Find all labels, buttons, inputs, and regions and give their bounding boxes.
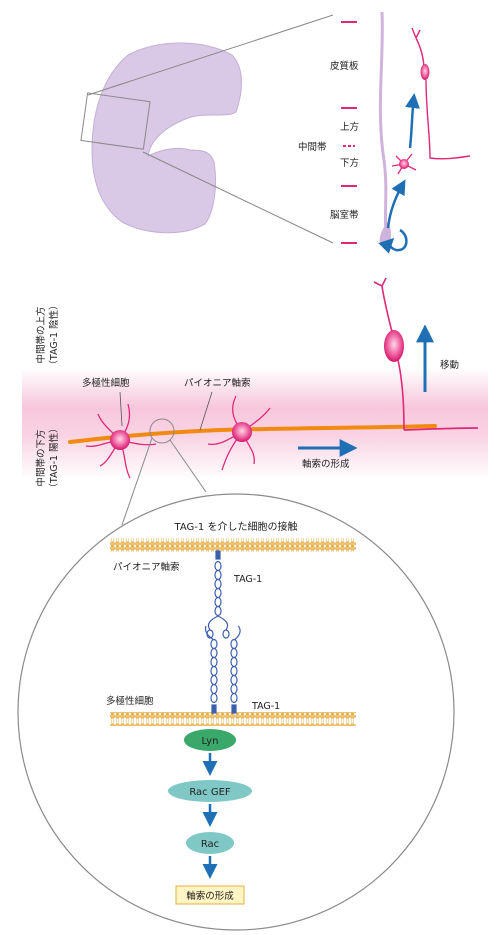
migrating-neuron bbox=[373, 277, 405, 431]
bottom-panel: TAG-1 を介した細胞の接触 パイオニア軸索 TAG-1 多極性細胞 TAG-… bbox=[17, 493, 455, 931]
node-lyn: Lyn bbox=[184, 729, 236, 751]
label-ventricular-zone: 脳室帯 bbox=[330, 209, 359, 221]
node-rac: Rac bbox=[186, 832, 234, 854]
connector-left bbox=[121, 437, 153, 526]
label-cortical-plate: 皮質板 bbox=[330, 60, 359, 72]
layer-ticks bbox=[341, 21, 357, 244]
node-lyn-label: Lyn bbox=[202, 736, 219, 747]
multipolar-cell-1-soma bbox=[110, 430, 130, 450]
label-pioneer-axon-membrane: パイオニア軸索 bbox=[113, 561, 180, 573]
tag1-molecule-bottom-left bbox=[204, 625, 218, 714]
node-outcome-label: 軸索の形成 bbox=[186, 890, 234, 902]
zoom-line-top bbox=[87, 14, 334, 96]
tag1-molecule-bottom-right bbox=[230, 625, 241, 714]
leader-pioneer-axon bbox=[199, 391, 213, 431]
middle-panel: 中間帯の上方 （TAG-1 陰性） 中間帯の下方 （TAG-1 陽性） 移動 軸… bbox=[22, 277, 488, 493]
label-axon-formation: 軸索の形成 bbox=[302, 458, 350, 470]
radial-glia-fiber bbox=[378, 11, 388, 233]
migrating-neuron-soma bbox=[384, 330, 404, 362]
label-multipolar-cell-membrane: 多極性細胞 bbox=[106, 695, 154, 707]
small-multipolar-soma bbox=[399, 159, 409, 169]
label-tag1-bottom: TAG-1 bbox=[251, 701, 280, 712]
label-pioneer-axon: パイオニア軸索 bbox=[184, 377, 251, 389]
node-outcome: 軸索の形成 bbox=[175, 885, 245, 905]
region-lower-line1: 中間帯の下方 bbox=[35, 429, 47, 486]
region-upper-line1: 中間帯の上方 bbox=[35, 306, 47, 363]
neuron-axon-extension bbox=[403, 427, 479, 431]
label-intermediate-zone: 中間帯 bbox=[298, 141, 327, 153]
region-upper-line2: （TAG-1 陰性） bbox=[48, 300, 60, 369]
label-lower: 下方 bbox=[340, 157, 359, 169]
top-panel: 皮質板 上方 中間帯 下方 脳室帯 bbox=[80, 11, 471, 254]
node-rac-gef-label: Rac GEF bbox=[189, 787, 231, 798]
label-multipolar-cell: 多極性細胞 bbox=[82, 377, 130, 389]
node-rac-label: Rac bbox=[201, 839, 219, 850]
region-lower-line2: （TAG-1 陽性） bbox=[48, 423, 60, 492]
zoom-box bbox=[80, 92, 151, 150]
brain-section-shape bbox=[91, 42, 242, 234]
contact-title: TAG-1 を介した細胞の接触 bbox=[174, 520, 298, 533]
node-rac-gef: Rac GEF bbox=[168, 780, 252, 802]
zoom-line-bottom bbox=[142, 151, 334, 244]
side-label-lower: 中間帯の下方 （TAG-1 陽性） bbox=[35, 423, 60, 492]
arrow-to-multipolar bbox=[386, 179, 406, 229]
small-multipolar-cell bbox=[391, 153, 417, 175]
leader-multipolar bbox=[119, 391, 123, 427]
bipolar-cell bbox=[411, 27, 471, 160]
tag1-molecule-top bbox=[206, 550, 230, 639]
side-label-upper: 中間帯の上方 （TAG-1 陰性） bbox=[35, 300, 60, 369]
curl-arrow bbox=[378, 228, 408, 254]
bipolar-soma bbox=[420, 64, 430, 80]
multipolar-cell-2-soma bbox=[232, 422, 252, 442]
arrow-to-cortical-plate bbox=[405, 93, 420, 149]
pioneer-axon-membrane bbox=[110, 538, 356, 552]
multipolar-cell-membrane bbox=[110, 712, 356, 726]
contact-region-circle bbox=[149, 418, 175, 444]
lower-iz-band bbox=[22, 368, 488, 480]
label-tag1-top: TAG-1 bbox=[233, 574, 262, 585]
label-migration: 移動 bbox=[440, 359, 459, 371]
label-upper: 上方 bbox=[340, 121, 359, 133]
connector-right bbox=[169, 439, 207, 493]
